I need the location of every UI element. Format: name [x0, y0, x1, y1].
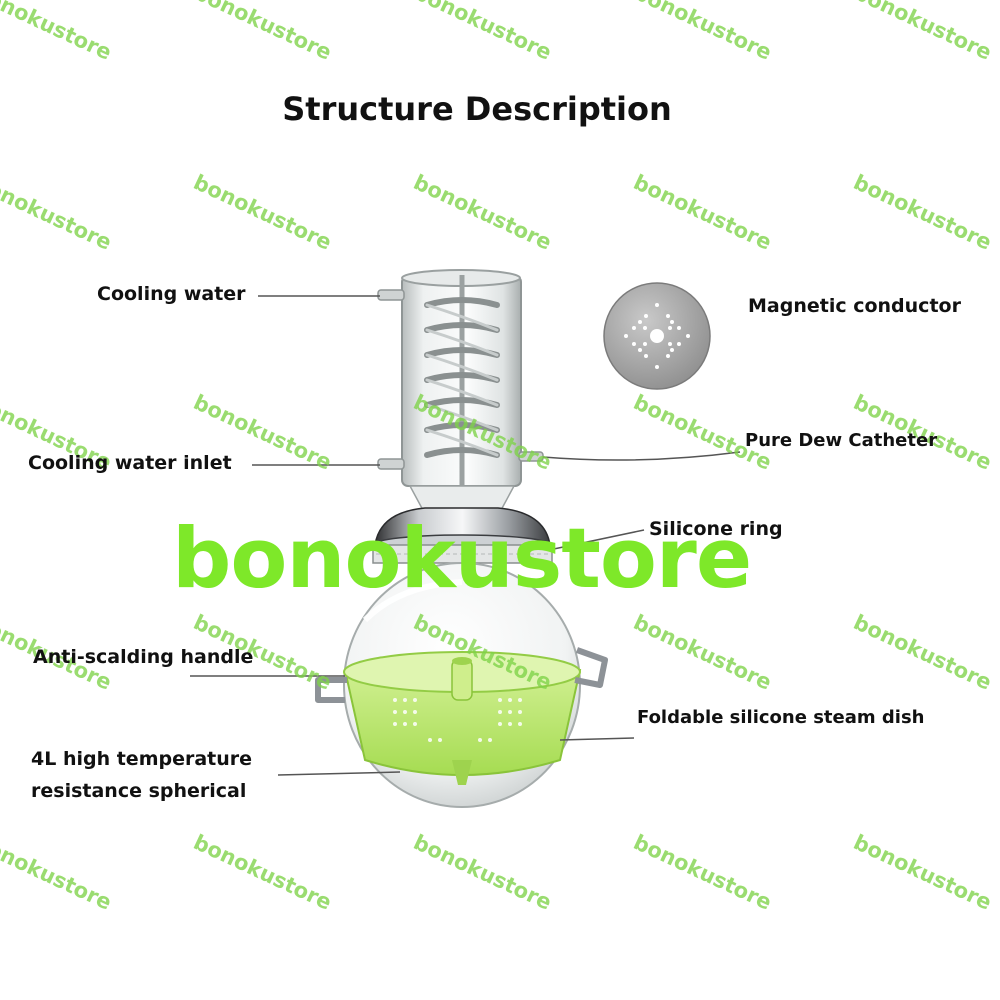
glass-sphere	[315, 562, 608, 808]
page-title: Structure Description	[282, 90, 672, 128]
condenser-column	[377, 269, 544, 513]
label-foldable-steam-dish: Foldable silicone steam dish	[637, 707, 925, 728]
leader-lines	[190, 295, 741, 776]
label-cooling-water-inlet: Cooling water inlet	[28, 452, 232, 474]
label-anti-scalding-handle: Anti-scalding handle	[33, 646, 254, 668]
label-sphere-line2: resistance spherical	[31, 780, 247, 802]
magnetic-conductor-disc	[603, 282, 711, 390]
label-pure-dew-catheter: Pure Dew Catheter	[745, 430, 938, 451]
label-magnetic-conductor: Magnetic conductor	[748, 295, 961, 317]
label-silicone-ring: Silicone ring	[649, 518, 783, 540]
big-watermark: bonokustore	[172, 510, 752, 607]
steam-dish	[343, 651, 582, 785]
metal-lid	[372, 507, 553, 564]
label-sphere-line1: 4L high temperature	[31, 748, 253, 770]
label-cooling-water: Cooling water	[97, 283, 246, 305]
